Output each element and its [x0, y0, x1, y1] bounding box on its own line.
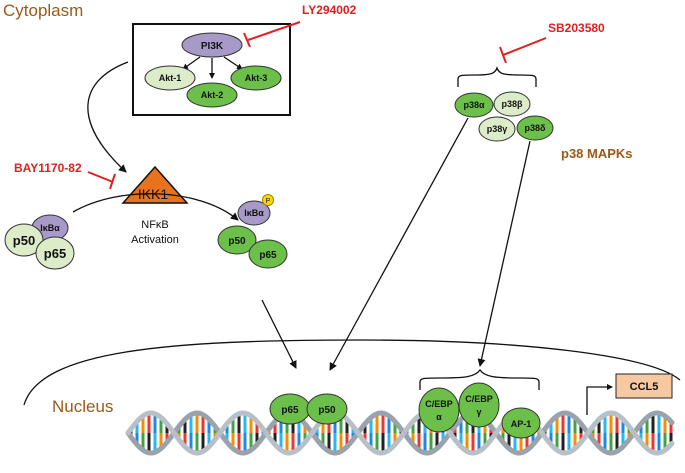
ly294002-inhibition-bar [243, 32, 251, 48]
cebp-alpha-label-line2: α [436, 412, 442, 422]
nuclear-p65-node: p65 [269, 393, 311, 425]
ap1-label: AP-1 [511, 419, 532, 429]
p38-delta-to-cebp-arrow [477, 140, 531, 367]
sb203580-inhibition-bar [499, 46, 507, 64]
p38-group-brace [457, 65, 537, 87]
ccl5-transcription-arrow [586, 384, 613, 415]
ccl5-label: CCL5 [630, 381, 659, 393]
cytoplasm-label: Cytoplasm [3, 1, 83, 20]
p38-gamma-node: p38γ [478, 116, 516, 142]
dna-backbone-strand [125, 410, 675, 456]
cebp-alpha-label-line1: C/EBP [425, 399, 453, 409]
pi3k-node: PI3K [181, 32, 243, 58]
p38-gamma-label: p38γ [487, 124, 508, 134]
cebp-gamma-label-line1: C/EBP [465, 394, 493, 404]
cebp-gamma-node: C/EBP γ [458, 382, 500, 428]
pi3k-complex-box [132, 23, 291, 116]
sb203580-inhibition-line [502, 37, 547, 56]
nucleus-label: Nucleus [52, 397, 113, 416]
phosphate-badge: P [262, 194, 274, 206]
p38-mapks-label: p38 MAPKs [561, 146, 633, 161]
dna-helix [125, 410, 675, 456]
akt1-label: Akt-1 [159, 73, 182, 83]
akt1-node: Akt-1 [144, 65, 196, 91]
ap1-node: AP-1 [501, 407, 541, 439]
pi3k-to-akt1-arrow [182, 56, 201, 70]
active-p65-label: p65 [259, 250, 277, 261]
ccl5-gene-box: CCL5 [615, 373, 673, 399]
ikk1-node: IKK1 [121, 165, 189, 204]
cebp-alpha-node: C/EBP α [418, 387, 460, 433]
akt3-label: Akt-3 [245, 73, 268, 83]
p38-beta-label: p38β [501, 99, 523, 109]
active-p65-node: p65 [248, 239, 288, 269]
pi3k-to-ikk1-arrow [87, 61, 129, 173]
akt3-node: Akt-3 [230, 65, 282, 91]
ly294002-inhibition-line [247, 21, 301, 41]
phospho-ikba-node: IκBα [237, 200, 271, 226]
cebp-group-brace [419, 368, 540, 390]
nfkb-activation-arrow [72, 193, 239, 221]
nfkb-to-nucleus-arrow [261, 299, 297, 369]
inactive-ikba-label: IκBα [40, 223, 60, 233]
activation-label: Activation [131, 234, 179, 246]
p38-alpha-to-nfkb-arrow [329, 117, 469, 371]
inactive-p50-node: p50 [4, 223, 44, 257]
cebp-gamma-label-line2: γ [476, 407, 481, 417]
nuclear-p50-node: p50 [306, 393, 348, 425]
p38-beta-node: p38β [493, 91, 531, 117]
p38-alpha-node: p38α [454, 92, 494, 118]
sb203580-label: SB203580 [548, 21, 605, 35]
inactive-p50-label: p50 [13, 233, 35, 248]
akt2-label: Akt-2 [201, 90, 224, 100]
active-p50-node: p50 [217, 225, 257, 255]
nfkb-label: NFκB [141, 219, 169, 231]
p38-delta-node: p38δ [516, 115, 554, 141]
pi3k-to-akt3-arrow [223, 56, 243, 70]
bay1170-inhibition-line [87, 171, 114, 183]
ly294002-label: LY294002 [302, 3, 357, 17]
p38-delta-label: p38δ [525, 123, 547, 133]
inactive-p65-node: p65 [35, 236, 75, 270]
nuclear-p50-label: p50 [318, 405, 336, 416]
inactive-p65-label: p65 [44, 246, 66, 261]
p38-alpha-label: p38α [463, 100, 485, 110]
bay1170-inhibition-bar [109, 173, 116, 190]
pi3k-label: PI3K [201, 41, 224, 52]
phosphate-label: P [266, 198, 271, 205]
nuclear-membrane [23, 339, 681, 406]
akt2-node: Akt-2 [186, 82, 238, 108]
bay1170-label: BAY1170-82 [14, 161, 82, 175]
active-p50-label: p50 [228, 236, 246, 247]
nuclear-p65-label: p65 [281, 405, 299, 416]
phospho-ikba-label: IκBα [244, 208, 264, 218]
